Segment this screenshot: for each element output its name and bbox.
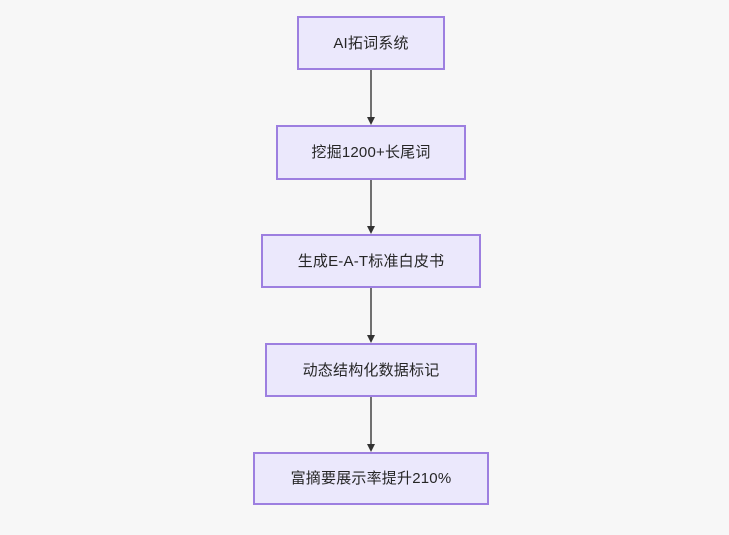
flow-edge-2 [366, 180, 375, 234]
flow-node-label: 生成E-A-T标准白皮书 [297, 252, 445, 270]
flow-node-ai-keyword-system[interactable]: AI拓词系统 [297, 16, 445, 70]
flow-edge-4 [366, 397, 375, 452]
edge-line [370, 180, 372, 227]
flow-edge-3 [366, 288, 375, 343]
arrowhead-icon [366, 226, 375, 234]
arrowhead-icon [366, 335, 375, 343]
flow-node-label: 动态结构化数据标记 [302, 361, 440, 379]
flow-node-label: 富摘要展示率提升210% [290, 470, 452, 487]
flow-edge-1 [366, 70, 375, 125]
arrowhead-icon [366, 117, 375, 125]
flow-node-label: 挖掘1200+长尾词 [311, 144, 431, 161]
flow-node-mine-longtail-keywords[interactable]: 挖掘1200+长尾词 [276, 125, 466, 180]
edge-line [370, 70, 372, 118]
edge-line [370, 288, 372, 336]
flow-node-dynamic-structured-data-markup[interactable]: 动态结构化数据标记 [265, 343, 477, 397]
flow-node-label: AI拓词系统 [333, 34, 409, 52]
flow-node-generate-eat-whitepaper[interactable]: 生成E-A-T标准白皮书 [261, 234, 481, 288]
edge-line [370, 397, 372, 445]
flow-node-rich-snippet-impression-lift[interactable]: 富摘要展示率提升210% [253, 452, 489, 505]
arrowhead-icon [366, 444, 375, 452]
